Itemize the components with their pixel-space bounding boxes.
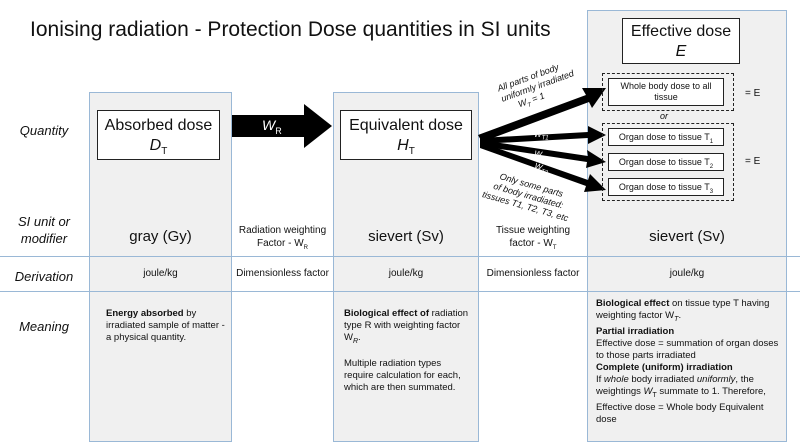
radiation-weighting-factor: Radiation weighting Factor - WR [238,225,327,251]
organ-dose-t3: Organ dose to tissue T3 [608,178,724,196]
equals-e-organs: = E [745,156,761,167]
wt1-label: WT1 [534,130,549,142]
absorbed-meaning: Energy absorbed by irradiated sample of … [106,308,225,343]
row-label-quantity: Quantity [19,123,69,138]
whole-body-group [602,73,734,111]
absorbed-dose-symbol: DT [149,137,168,158]
effective-dose-box: Effective dose E [622,18,740,64]
row-divider-derivation [0,291,800,292]
absorbed-derivation: joule/kg [143,268,178,279]
page-title: Ionising radiation - Protection Dose qua… [30,18,551,41]
radiation-weighting-arrow [232,104,332,148]
row-label-meaning: Meaning [19,319,69,334]
absorbed-dose-box: Absorbed dose DT [97,110,220,160]
wr-arrow-label: WR [262,117,282,136]
row-label-derivation: Derivation [14,269,74,284]
organ-dose-t2: Organ dose to tissue T2 [608,153,724,171]
absorbed-unit: gray (Gy) [129,228,192,245]
absorbed-dose-name: Absorbed dose [104,117,213,134]
effective-meaning: Biological effect on tissue type T havin… [596,298,779,425]
radiation-weighting-derivation: Dimensionless factor [236,268,329,279]
whole-body-box: Whole body dose to all tissue [608,78,724,106]
effective-derivation: joule/kg [669,268,705,279]
row-label-si-unit: SI unit or modifier [17,214,71,246]
tissue-weighting-factor: Tissue weighting factor - WT [495,225,571,251]
equivalent-meaning: Biological effect of radiation type R wi… [344,308,469,393]
equals-e-whole: = E [745,88,761,99]
organ-dose-group [602,123,734,201]
row-divider-unit [0,256,800,257]
equivalent-dose-name: Equivalent dose [349,117,463,134]
equivalent-dose-box: Equivalent dose HT [340,110,472,160]
equivalent-derivation: joule/kg [388,268,424,279]
equivalent-unit: sievert (Sv) [368,228,444,245]
effective-dose-name: Effective dose [630,23,732,40]
effective-unit: sievert (Sv) [649,228,725,245]
organ-dose-t1: Organ dose to tissue T1 [608,128,724,146]
tissue-weighting-arrows [478,88,606,192]
equivalent-dose-symbol: HT [397,137,415,158]
tissue-weighting-derivation: Dimensionless factor [486,268,580,279]
or-label: or [660,111,669,121]
effective-dose-symbol: E [675,43,687,60]
